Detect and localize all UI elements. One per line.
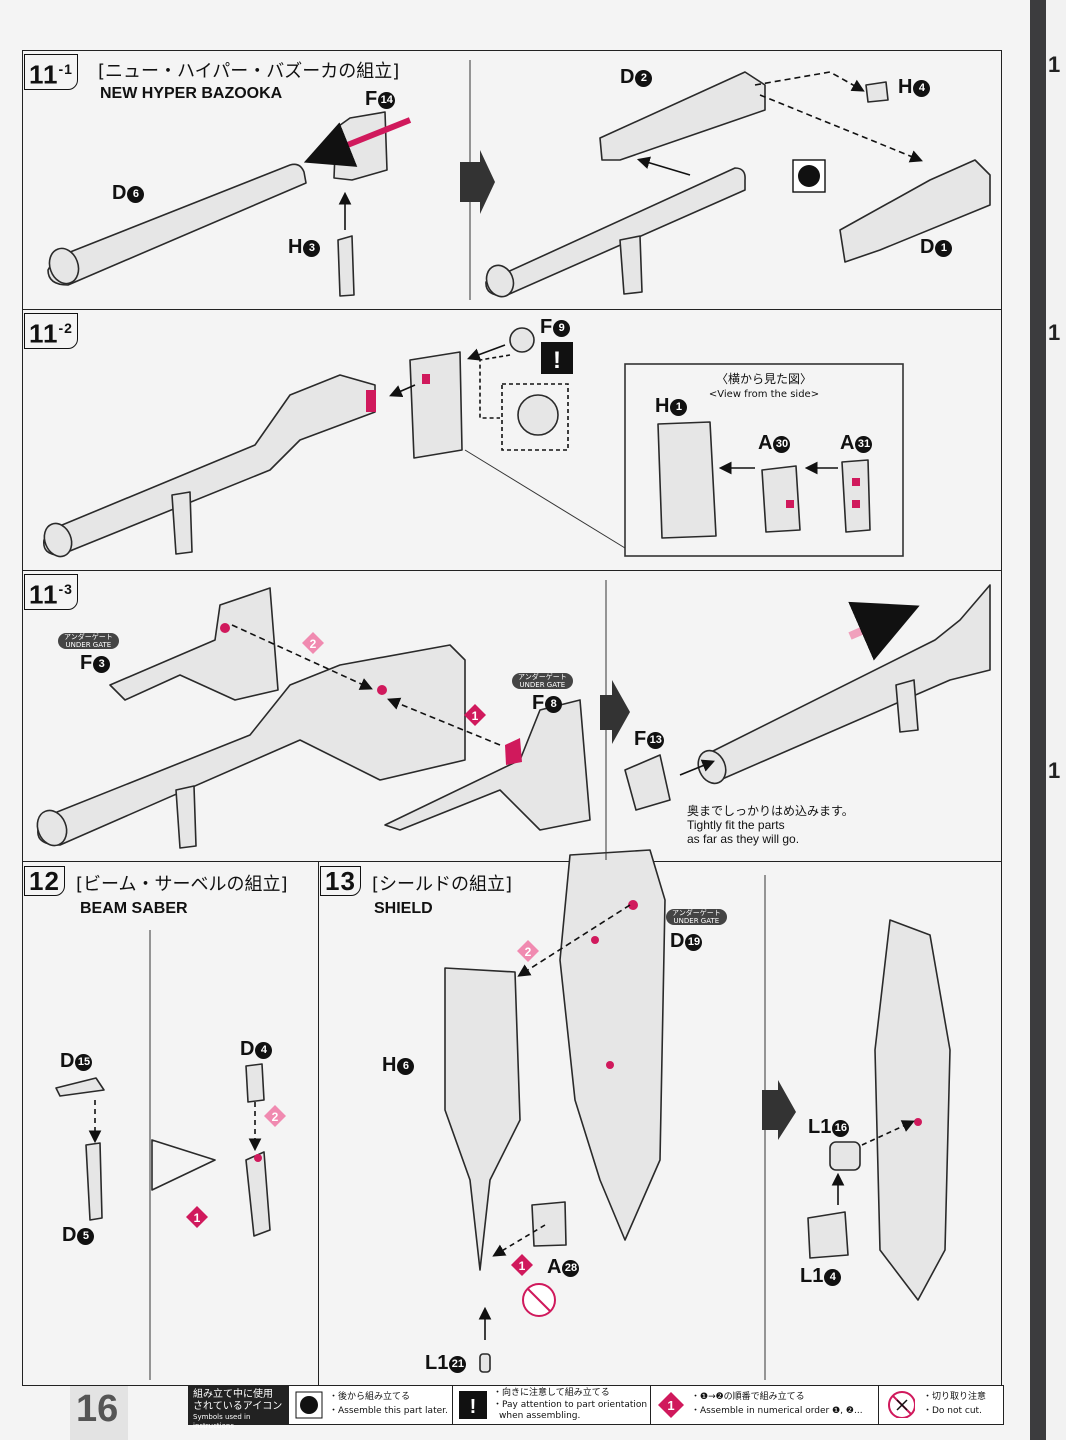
adjacent-step-number: 1 [1048, 758, 1061, 783]
svg-text:!: ! [553, 347, 561, 374]
svg-text:!: ! [470, 1396, 477, 1418]
side-view-magazine [657, 421, 717, 539]
step-11-3-number: 11-3 [24, 574, 78, 611]
adjacent-step-number: 1 [1048, 52, 1061, 77]
step-11-2-number: 11-2 [24, 313, 78, 350]
step-11-1-number: 11-1 [24, 54, 78, 91]
legend-later: ・後から組み立てる ・Assemble this part later. [289, 1386, 453, 1424]
legend-cut: ・切り取り注意 ・Do not cut. [879, 1386, 1003, 1424]
caution-icon: ! [459, 1391, 487, 1419]
bazooka-barrel-closeup [699, 584, 991, 781]
svg-text:2: 2 [310, 637, 317, 651]
adjacent-page-edge: 1 1 1 [1046, 0, 1066, 1440]
page-number-box [70, 1386, 128, 1440]
assembly-illustrations: 2 1 2 1 2 1 ! [36, 60, 991, 1380]
beam-saber-assembled [245, 1151, 271, 1237]
shield-assembled [874, 919, 951, 1301]
legend-title: 組み立て中に使用 されているアイコン Symbols used in instr… [189, 1386, 289, 1430]
svg-text:1: 1 [667, 1398, 674, 1413]
assemble-later-icon [295, 1391, 323, 1419]
page-number: 16 [76, 1388, 119, 1430]
bazooka-barrel-part [47, 163, 307, 286]
svg-text:1: 1 [194, 1211, 201, 1225]
shield-back-part [444, 967, 521, 1271]
do-not-cut-icon [888, 1391, 915, 1418]
step-12-title-jp: [ビーム・サーベルの組立] [76, 874, 288, 895]
step-13-number: 13 [320, 866, 361, 897]
adjacent-step-number: 1 [1048, 320, 1061, 345]
instruction-page: 11-1 [ニュー・ハイパー・バズーカの組立] NEW HYPER BAZOOK… [0, 0, 1030, 1440]
step-11-1-title-en: NEW HYPER BAZOOKA [100, 85, 283, 102]
legend-order: 1 ・❶→❷の順番で組み立てる ・Assemble in numerical o… [651, 1386, 879, 1424]
under-gate-part-F8 [384, 699, 591, 831]
step-13-title-en: SHIELD [374, 900, 433, 917]
step-13-title-jp: [シールドの組立] [372, 874, 513, 895]
step-12-number: 12 [24, 866, 65, 897]
bazooka-barrel-assembled [485, 167, 746, 297]
side-view-caption: 〈横から見た図〉<View from the side> [708, 372, 820, 400]
svg-text:2: 2 [525, 945, 532, 959]
shield-front-part [559, 849, 666, 1241]
magazine-part [409, 351, 463, 459]
bazooka-front-part [839, 159, 991, 263]
bazooka-rear-part [599, 71, 766, 161]
order-diamond-icon: 1 [658, 1392, 684, 1418]
beam-saber-hilt [85, 1142, 103, 1221]
step-12-title-en: BEAM SABER [80, 900, 188, 917]
symbol-legend: 組み立て中に使用 されているアイコン Symbols used in instr… [188, 1385, 1004, 1430]
legend-orientation: ! ・向きに注意して組み立てる ・Pay attention to part o… [453, 1386, 651, 1424]
step-11-1-title-jp: [ニュー・ハイパー・バズーカの組立] [98, 61, 400, 82]
svg-text:1: 1 [519, 1259, 526, 1273]
under-gate-part-F3 [109, 587, 279, 701]
bazooka-grip-part [337, 235, 355, 297]
svg-text:2: 2 [272, 1110, 279, 1124]
svg-text:1: 1 [472, 709, 479, 723]
bazooka-full-assembly [43, 374, 376, 556]
